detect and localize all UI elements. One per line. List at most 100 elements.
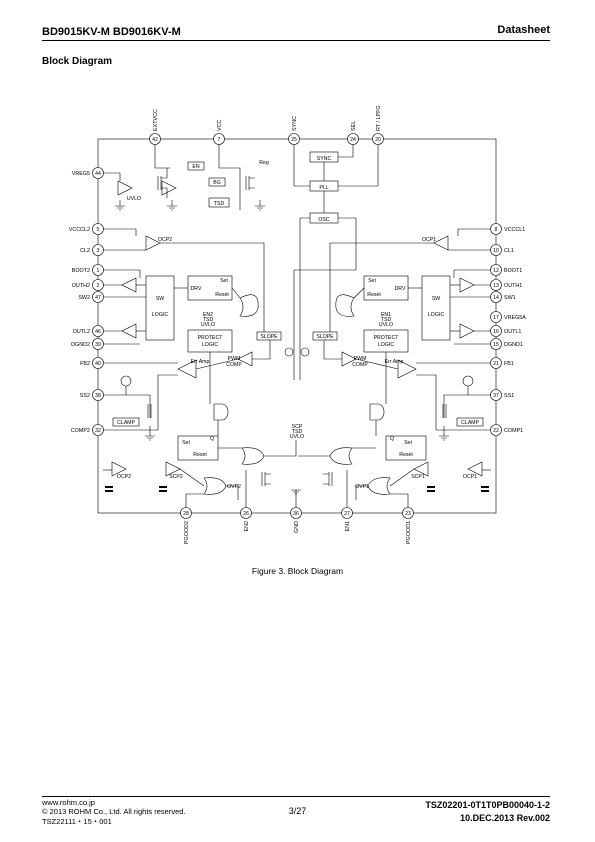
q-label-1: Q	[390, 436, 394, 442]
scp1-label: SCP1	[411, 474, 425, 480]
pin-fb1	[490, 357, 502, 369]
current-source-1	[462, 375, 474, 387]
footer-website: www.rohm.co.jp	[42, 798, 95, 807]
pin-number: 46	[95, 329, 101, 335]
wire	[126, 394, 151, 418]
wire	[453, 269, 491, 278]
pin-number: 38	[95, 393, 101, 399]
wire	[160, 242, 265, 332]
pin-boot2	[92, 264, 104, 276]
diagram-frame	[97, 138, 497, 514]
slope-block-2	[256, 331, 282, 341]
ovp1-label: OVP1	[355, 484, 369, 490]
uvlo-label-1: UVLO	[379, 322, 393, 328]
protect-logic-block-2	[187, 329, 233, 353]
low-side-driver-1	[459, 323, 475, 339]
current-source-slope-2	[284, 347, 294, 357]
reset-label-2: Reset	[215, 292, 229, 298]
pin-label: OUTH2	[72, 283, 90, 289]
wire	[355, 358, 399, 370]
pin-label: PGOOD2	[184, 521, 190, 544]
pin-number: 39	[95, 342, 101, 348]
ovp2-comparator	[111, 461, 127, 477]
pwm-label-1: PWM	[354, 356, 367, 362]
and-gate-1	[369, 403, 385, 421]
wire	[179, 468, 205, 487]
pin-label: OUTH1	[504, 283, 522, 289]
slope-label-1: SLOPE	[316, 334, 334, 340]
slope-label-2: SLOPE	[260, 334, 278, 340]
tsd-label-2: TSD	[203, 317, 214, 323]
figure-caption: Figure 3. Block Diagram	[251, 566, 344, 576]
q-label-2: Q	[210, 436, 214, 442]
pin-label: CL2	[80, 248, 90, 254]
sw-label-1: SW	[432, 296, 440, 302]
pin-number: 16	[493, 329, 499, 335]
pin-label: PGOOD1	[406, 521, 412, 544]
wire	[103, 386, 127, 396]
pin-number: 8	[495, 227, 498, 233]
comp-label-1: COMP	[352, 362, 368, 368]
high-side-driver-2	[121, 277, 137, 293]
wire	[103, 374, 178, 431]
pin-dgnd1	[490, 338, 502, 350]
pin-label: OUTL2	[73, 329, 90, 335]
pin-number: 22	[493, 428, 499, 434]
footer-revision: 10.DEC.2013 Rev.002	[460, 813, 550, 823]
pin-fb2	[92, 357, 104, 369]
scp-uvlo-label: UVLO	[290, 434, 304, 440]
pin-gnd	[290, 507, 302, 519]
pin-label: EXTVCC	[153, 109, 159, 131]
pin-label: OUTL1	[504, 329, 521, 335]
pin-number: 5	[97, 227, 100, 233]
reset-label-1: Reset	[367, 292, 381, 298]
wire	[185, 493, 204, 513]
footer-page-number: 3/27	[288, 806, 307, 816]
pin-number: 3	[97, 248, 100, 254]
pin-label: GND	[294, 521, 300, 533]
pin-sw2	[92, 291, 104, 303]
pin-outl1	[490, 325, 502, 337]
ocp1-label: OCP1	[422, 237, 436, 243]
pin-vreg5	[92, 167, 104, 179]
pin-vreg5a	[490, 311, 502, 323]
ovp1-comparator	[467, 461, 483, 477]
current-source-slope-1	[300, 347, 310, 357]
logic-label-1: LOGIC	[428, 312, 444, 318]
pin-outh2	[92, 279, 104, 291]
uvlo-comparator	[117, 180, 133, 196]
sw-logic-block-1	[421, 275, 451, 341]
and-gate-2	[213, 403, 229, 421]
wire	[323, 340, 342, 360]
wire	[103, 269, 141, 278]
wire	[103, 172, 121, 181]
clamp-label-1: CLAMP	[461, 420, 479, 426]
or-gate-pgood-2	[203, 477, 227, 495]
tsd-block	[208, 197, 230, 208]
mosfets	[147, 168, 447, 486]
pin-cl2	[92, 244, 104, 256]
scp-tsd-label: TSD	[292, 429, 303, 435]
pin-number: 36	[293, 511, 299, 517]
pin-label: CL1	[504, 248, 514, 254]
high-side-driver-1	[459, 277, 475, 293]
scp2-label: SCP2	[169, 474, 183, 480]
pin-label: SYNC	[292, 116, 298, 131]
pin-label: SS1	[504, 393, 514, 399]
scp1-comparator	[413, 461, 429, 477]
pin-vcc	[213, 133, 225, 145]
reg-label: Reg	[259, 160, 269, 166]
footer-rule	[42, 796, 550, 797]
ground-symbols	[115, 200, 449, 495]
pin-number: 28	[183, 511, 189, 517]
wire	[226, 485, 239, 500]
pin-number: 23	[405, 511, 411, 517]
set-reset-block-1	[385, 435, 427, 461]
pin-cl1	[490, 244, 502, 256]
pin-comp1	[490, 424, 502, 436]
scp-label: SCP	[292, 424, 303, 430]
osc-label: OSC	[318, 217, 329, 223]
wire	[293, 217, 357, 380]
pin-pgood2	[180, 507, 192, 519]
wire	[329, 242, 434, 332]
